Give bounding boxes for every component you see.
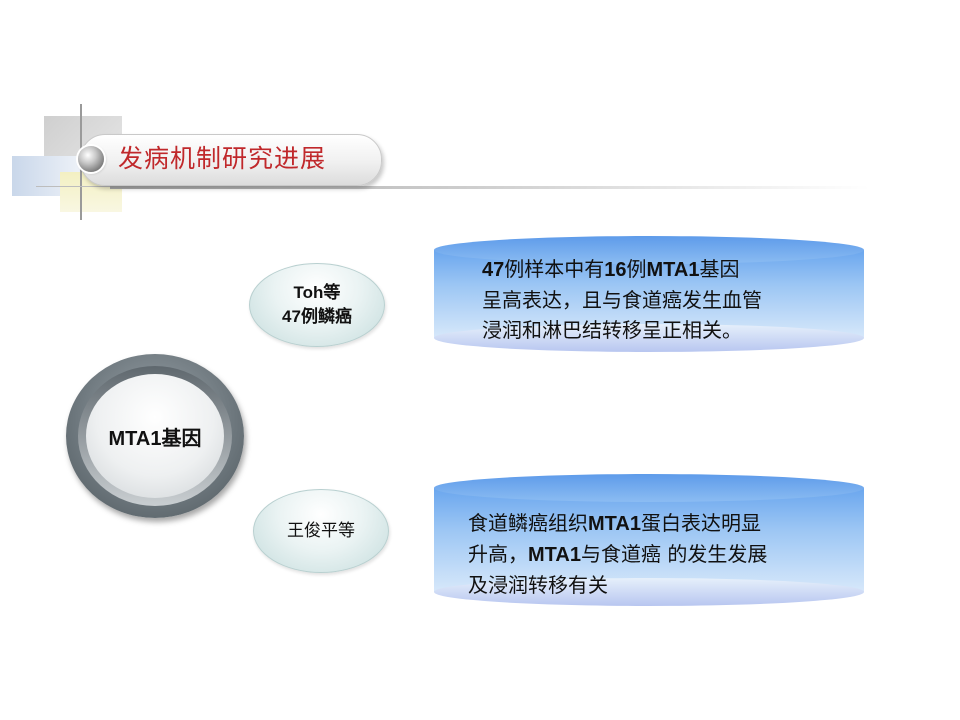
- title-underline: [110, 186, 870, 189]
- cylinder-top: [434, 474, 864, 502]
- text-segment: 47: [482, 259, 505, 281]
- hub-circle: MTA1基因: [86, 374, 224, 498]
- text-segment: MTA1: [528, 544, 581, 566]
- text-segment: 基因: [699, 257, 740, 281]
- text-segment: 升高，: [468, 542, 528, 566]
- text-segment: 例: [626, 257, 647, 281]
- text-segment: MTA1: [588, 513, 641, 535]
- finding-2-line-2: 升高，MTA1与食道癌 的发生发展: [468, 539, 838, 570]
- text-segment: 蛋白表达明显: [640, 511, 761, 535]
- finding-2-line-1: 食道鳞癌组织MTA1蛋白表达明显: [468, 508, 838, 539]
- text-segment: 食道鳞癌组织: [468, 511, 588, 535]
- text-segment: 16: [604, 259, 627, 281]
- slide-title: 发病机制研究进展: [118, 144, 327, 173]
- text-segment: 例样本中有: [504, 257, 605, 281]
- cylinder-body: [434, 250, 864, 338]
- finding-text-1: 47例样本中有16例MTA1基因 呈高表达，且与食道癌发生血管 浸润和淋巴结转移…: [482, 254, 838, 345]
- cylinder-body: [434, 488, 864, 592]
- decor-horizontal-line: [36, 186, 124, 187]
- node-line-1: Toh等: [293, 283, 341, 302]
- finding-1-line-2: 呈高表达，且与食道癌发生血管: [482, 288, 762, 312]
- finding-1-line-1: 47例样本中有16例MTA1基因: [482, 254, 838, 285]
- cylinder-bottom: [434, 324, 864, 352]
- cylinder-bottom: [434, 578, 864, 606]
- node-line-2: 47例鳞癌: [282, 307, 352, 326]
- node-label: 王俊平等: [287, 521, 355, 541]
- cylinder-top: [434, 236, 864, 264]
- finding-text-2: 食道鳞癌组织MTA1蛋白表达明显 升高，MTA1与食道癌 的发生发展 及浸润转移…: [468, 508, 838, 600]
- text-segment: 与食道癌 的发生发展: [580, 542, 768, 566]
- node-oval-toh: Toh等 47例鳞癌: [249, 263, 385, 347]
- finding-2-line-3: 及浸润转移有关: [468, 573, 608, 597]
- finding-1-line-3: 浸润和淋巴结转移呈正相关。: [482, 318, 742, 342]
- text-segment: MTA1: [646, 259, 700, 281]
- finding-box-1: 47例样本中有16例MTA1基因 呈高表达，且与食道癌发生血管 浸润和淋巴结转移…: [434, 236, 864, 352]
- node-oval-wang: 王俊平等: [253, 489, 389, 573]
- finding-box-2: 食道鳞癌组织MTA1蛋白表达明显 升高，MTA1与食道癌 的发生发展 及浸润转移…: [434, 474, 864, 606]
- hub-label: MTA1基因: [108, 427, 202, 450]
- bullet-knob-icon: [78, 146, 104, 172]
